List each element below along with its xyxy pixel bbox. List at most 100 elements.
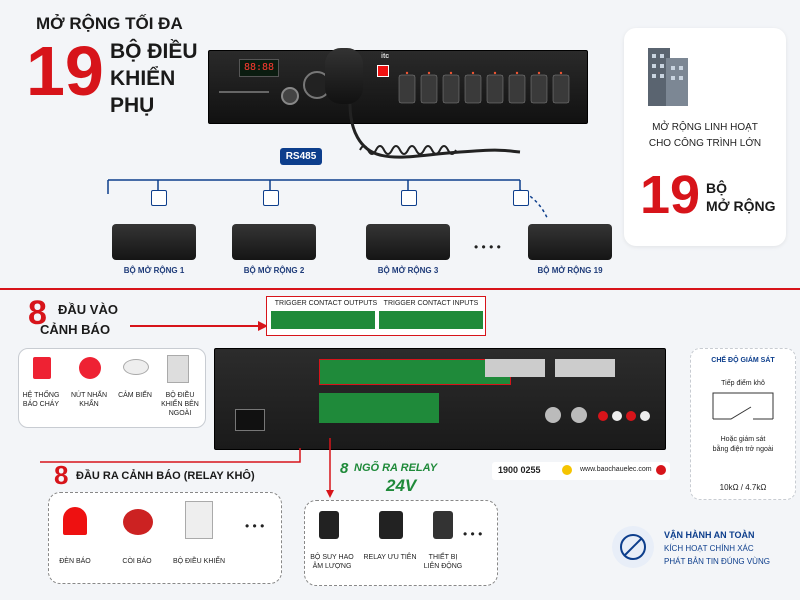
display-screen: 88:88 [239, 59, 279, 77]
output-devices-card: • • • ĐÈN BÁO CÒI BÁO BỘ ĐIỀU KHIỂN [48, 492, 282, 584]
expansion-panel: MỞ RỘNG LINH HOẠT CHO CÔNG TRÌNH LỚN 19 … [624, 28, 786, 246]
heading-line1: MỞ RỘNG TỐI ĐA [36, 14, 183, 33]
monitor-card: CHẾ ĐỘ GIÁM SÁT Tiếp điểm khô Hoặc giám … [690, 348, 796, 500]
monitor-resist: 10kΩ / 4.7kΩ [719, 483, 767, 492]
console-label-2: BỘ MỞ RỘNG 2 [243, 266, 305, 275]
monitor-title: CHẾ ĐỘ GIÁM SÁT [711, 357, 775, 364]
zone-buttons [397, 71, 577, 111]
sensor-icon [123, 359, 149, 375]
console-ellipsis: • • • • [474, 240, 501, 254]
switch-icon [712, 392, 774, 420]
console-1[interactable] [112, 224, 196, 260]
terminal-strip: TRIGGER CONTACT OUTPUTS TRIGGER CONTACT … [266, 296, 486, 336]
fire-alarm-icon [33, 357, 51, 379]
panel-word1: BỘ [706, 180, 727, 196]
outputs-number: 8 [54, 460, 69, 490]
relay-device-2: RELAY ƯU TIÊN [363, 554, 417, 561]
brand-logo: itc [381, 53, 390, 60]
siren-icon [123, 509, 153, 535]
monitor-contact: Tiếp điểm khô [721, 380, 765, 387]
output-device-3: BỘ ĐIỀU KHIỂN [172, 558, 226, 565]
output-device-1: ĐÈN BÁO [59, 558, 91, 565]
network-lines [107, 179, 549, 221]
monitor-or2: bằng điện trở ngoài [712, 446, 774, 453]
heading-line4: PHỤ [110, 94, 155, 117]
emergency-button[interactable] [377, 65, 389, 77]
power-socket-icon[interactable] [235, 409, 265, 431]
panel-number: 19 [640, 165, 701, 225]
relay-ellipsis: • • • [463, 527, 483, 541]
monitor-or1: Hoặc giám sát [720, 436, 766, 443]
console-19[interactable] [528, 224, 612, 260]
heading-line2: BỘ ĐIỀU [110, 40, 198, 63]
outputs-title: ĐẦU RA CẢNH BÁO (RELAY KHÔ) [76, 470, 255, 482]
outputs-ellipsis: • • • [245, 519, 265, 533]
attenuator-icon [319, 511, 339, 539]
xlr-jack-icon[interactable] [545, 407, 561, 423]
jack-knob[interactable] [281, 87, 299, 105]
inputs-number: 8 [28, 294, 47, 332]
safety-line1: VẬN HÀNH AN TOÀN [664, 530, 755, 540]
safety-line3: PHÁT BẢN TIN ĐÚNG VÙNG [664, 557, 770, 566]
input-device-3: CẢM BIẾN [118, 392, 152, 399]
relay-devices-card: • • • BỘ SUY HAO ÂM LƯỢNG RELAY ƯU TIÊN … [304, 500, 498, 586]
console-3[interactable] [366, 224, 450, 260]
mic-cable-icon [348, 103, 521, 159]
rca-jacks-icon[interactable] [597, 409, 657, 421]
contact-bar: 1900 0255 www.baochauelec.com [492, 462, 670, 480]
safety-line2: KÍCH HOẠT CHÍNH XÁC [664, 544, 754, 553]
terminal-block-left[interactable] [271, 311, 375, 329]
slot [219, 91, 269, 93]
console-label-19: BỘ MỞ RỘNG 19 [537, 266, 603, 275]
relay-icon [379, 511, 403, 539]
relay-volt: 24V [386, 476, 417, 495]
controller-icon [185, 501, 213, 539]
console-label-1: BỘ MỞ RỘNG 1 [123, 266, 185, 275]
arrow-icon [130, 321, 268, 331]
lan-port-icon[interactable] [555, 359, 615, 377]
lan-port-icon[interactable] [485, 359, 545, 377]
divider [0, 288, 800, 290]
relay-title: NGÕ RA RELAY [354, 462, 438, 474]
output-device-2: CÒI BÁO [122, 558, 152, 565]
controller-icon [167, 355, 189, 383]
push-button-icon [79, 357, 101, 379]
terminal-block-right[interactable] [379, 311, 483, 329]
terminal-right-label: TRIGGER CONTACT INPUTS [383, 300, 479, 307]
inputs-title1: ĐẦU VÀO [58, 302, 118, 317]
panel-word2: MỞ RỘNG [706, 198, 776, 214]
heading-number: 19 [26, 32, 104, 110]
alarm-light-icon [63, 507, 87, 535]
panel-text2: CHO CÔNG TRÌNH LỚN [648, 138, 762, 149]
phone-icon [562, 465, 572, 475]
console-label-3: BỘ MỞ RỘNG 3 [377, 266, 439, 275]
network-port-icon [513, 190, 529, 206]
brand-icon [656, 465, 666, 475]
linked-device-icon [433, 511, 453, 539]
network-port-icon [263, 190, 279, 206]
xlr-jack-icon[interactable] [571, 407, 587, 423]
microphone-icon[interactable] [325, 48, 363, 104]
relay-device-3: THIẾT BỊ LIÊN ĐỘNG [423, 554, 463, 570]
website-link[interactable]: www.baochauelec.com [580, 466, 652, 473]
main-unit-front: itc 88:88 [208, 50, 588, 124]
rear-terminals-top[interactable] [319, 359, 511, 385]
rs485-label: RS485 [280, 148, 322, 165]
input-devices-card: HỆ THỐNG BÁO CHÁY NÚT NHẤN KHẨN CẢM BIẾN… [18, 348, 206, 428]
inputs-title2: CẢNH BÁO [40, 322, 111, 337]
console-2[interactable] [232, 224, 316, 260]
terminal-left-label: TRIGGER CONTACT OUTPUTS [274, 300, 378, 307]
input-device-4: BỘ ĐIỀU KHIỂN BÊN NGOÀI [161, 392, 199, 417]
input-device-1: HỆ THỐNG BÁO CHÁY [22, 392, 60, 408]
main-unit-rear [214, 348, 666, 450]
phone-number[interactable]: 1900 0255 [498, 465, 541, 475]
relay-device-1: BỘ SUY HAO ÂM LƯỢNG [310, 554, 354, 570]
rear-terminals-mid[interactable] [319, 393, 439, 423]
input-device-2: NÚT NHẤN KHẨN [70, 392, 108, 408]
building-icon [648, 48, 688, 106]
network-port-icon [151, 190, 167, 206]
panel-text1: MỞ RỘNG LINH HOẠT [652, 122, 758, 133]
heading-line3: KHIỂN [110, 67, 176, 90]
network-port-icon [401, 190, 417, 206]
shield-icon [612, 526, 654, 568]
